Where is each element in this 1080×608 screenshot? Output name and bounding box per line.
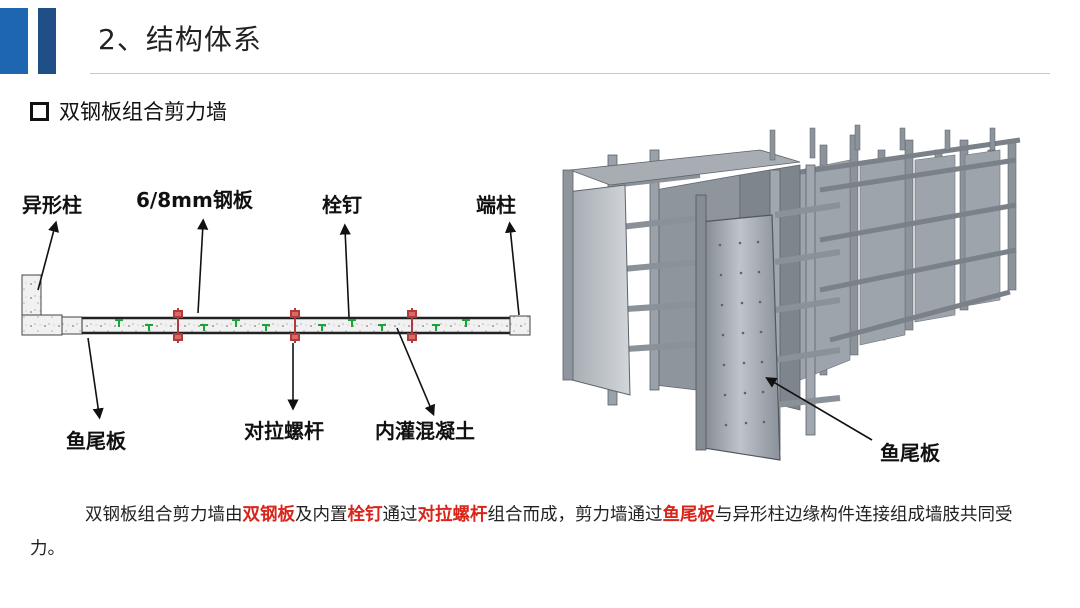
para-text: 组合而成，剪力墙通过 (487, 505, 663, 525)
square-bullet-icon (30, 101, 49, 121)
section-heading: 双钢板组合剪力墙 (30, 96, 227, 126)
end-column (509, 315, 531, 336)
page-title: 2、结构体系 (98, 23, 262, 56)
stud (378, 324, 386, 331)
arrow-steel-plate (197, 218, 209, 314)
stud (432, 324, 440, 331)
stud (200, 324, 208, 331)
arrow-fishtail-plate-3d (765, 377, 873, 441)
label-infill-concrete: 内灌混凝土 (375, 419, 475, 443)
label-tie-bolt: 对拉螺杆 (244, 419, 324, 443)
stud (318, 324, 326, 331)
tie-bolt (290, 308, 300, 343)
plate-stud-dots (718, 240, 766, 427)
special-column-vertical (21, 274, 42, 316)
stud (145, 324, 153, 331)
label-special-column: 异形柱 (22, 193, 82, 217)
para-text: 通过 (382, 505, 418, 525)
header-accent-bar (0, 8, 28, 74)
description-paragraph: 双钢板组合剪力墙由双钢板及内置栓钉通过对拉螺杆组合而成，剪力墙通过鱼尾板与异形柱… (30, 498, 1040, 566)
stud (115, 319, 123, 327)
para-text: 及内置 (295, 505, 348, 525)
title-divider (90, 73, 1050, 74)
stud (232, 319, 240, 327)
label-fishtail-plate-3d: 鱼尾板 (880, 441, 941, 465)
stud (462, 319, 470, 327)
fishtail-plate-joint (61, 316, 83, 335)
arrow-end-column (504, 221, 520, 316)
label-end-column: 端柱 (476, 193, 516, 217)
stud (348, 319, 356, 327)
header-accent-bar-dark (38, 8, 56, 74)
label-stud: 栓钉 (322, 193, 362, 217)
para-text: 与异形柱边缘构件连接组成墙肢共同受力。 (30, 505, 1013, 559)
section-subtitle: 双钢板组合剪力墙 (59, 100, 227, 124)
arrow-special-column (37, 220, 59, 291)
label-steel-plate: 6/8mm钢板 (136, 188, 254, 212)
para-text: 双钢板组合剪力墙由 (85, 505, 243, 525)
para-highlight: 对拉螺杆 (417, 505, 488, 525)
label-fishtail-plate: 鱼尾板 (66, 429, 127, 453)
para-highlight: 栓钉 (347, 505, 383, 525)
arrow-stud (339, 223, 351, 318)
arrow-fishtail-plate (87, 337, 104, 420)
arrow-infill-concrete (396, 327, 435, 417)
tie-bolt-group (173, 308, 417, 343)
special-column-horizontal (21, 314, 63, 336)
stud (262, 324, 270, 331)
para-highlight: 双钢板 (242, 505, 296, 525)
wall-cross-section: 异形柱 6/8mm钢板 栓钉 端柱 鱼尾板 对拉螺杆 内灌混凝土 (21, 188, 531, 453)
para-highlight: 鱼尾板 (662, 505, 716, 525)
tie-bolt (407, 308, 417, 343)
left-front-panel (566, 184, 631, 396)
front-steel-plate (699, 214, 781, 461)
steel-frame-3d: 鱼尾板 (562, 124, 1021, 465)
tie-bolt (173, 308, 183, 343)
stud-group (115, 319, 470, 331)
